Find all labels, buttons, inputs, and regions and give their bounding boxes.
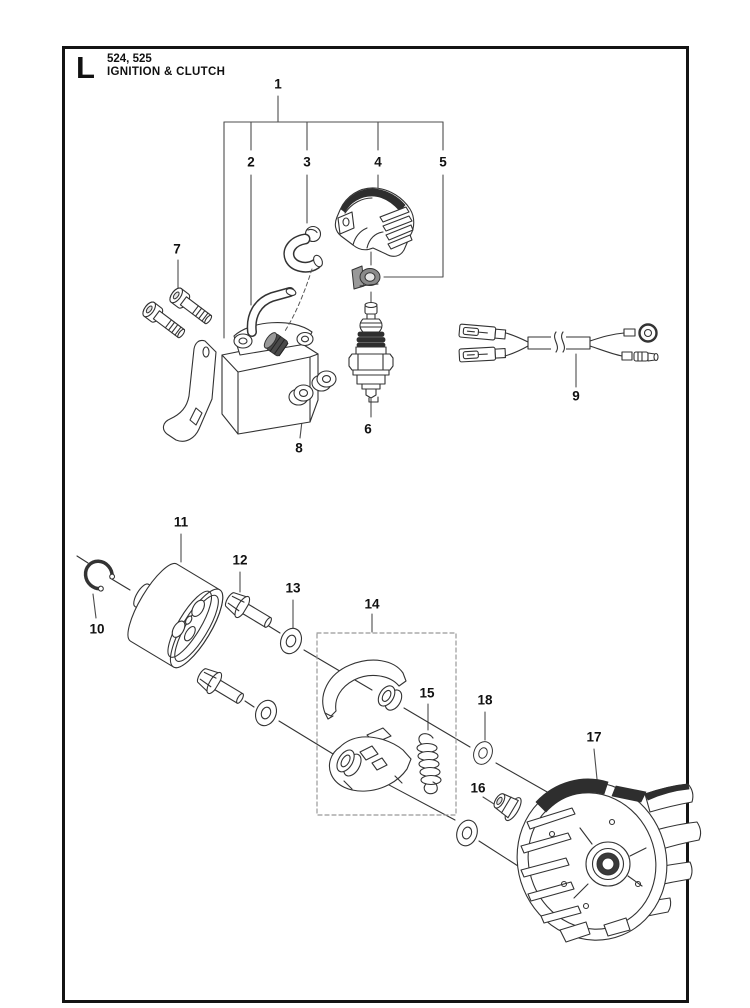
spark-plug-boot [283, 225, 323, 332]
mounting-screws [139, 285, 216, 343]
leader-lines [92, 95, 599, 805]
clutch-spring [416, 733, 442, 795]
wiring-harness [458, 323, 659, 363]
assembly-axis-lines [76, 555, 557, 867]
clutch-shoe-group-box [316, 632, 457, 816]
ignition-module [162, 287, 319, 442]
page-border-frame [62, 46, 689, 1003]
retaining-clip [351, 265, 381, 290]
part-label-4: 4 [374, 154, 382, 170]
flange-nut [493, 793, 522, 822]
part-label-18: 18 [477, 692, 493, 708]
part-label-10: 10 [89, 621, 105, 637]
clutch-shoe-upper [322, 659, 407, 720]
part-label-7: 7 [173, 241, 181, 257]
part-label-1: 1 [274, 76, 282, 92]
part-label-5: 5 [439, 154, 447, 170]
part-label-8: 8 [295, 440, 303, 456]
section-letter: L [76, 50, 96, 85]
model-numbers: 524, 525 [107, 53, 152, 65]
cylinder-cover [334, 187, 415, 257]
circlip [83, 559, 116, 592]
spark-plug [348, 301, 394, 403]
part-label-12: 12 [232, 552, 248, 568]
clutch-shoe-lower [328, 727, 412, 792]
part-label-11: 11 [173, 514, 189, 530]
part-label-16: 16 [470, 780, 486, 796]
part-label-3: 3 [303, 154, 311, 170]
part-label-14: 14 [364, 596, 380, 612]
part-label-2: 2 [247, 154, 255, 170]
part-label-15: 15 [419, 685, 435, 701]
part-label-13: 13 [285, 580, 301, 596]
page-title: IGNITION & CLUTCH [107, 66, 226, 78]
clutch-drum [127, 562, 224, 669]
part-label-17: 17 [586, 729, 602, 745]
flywheel [516, 778, 702, 943]
part-label-9: 9 [572, 388, 580, 404]
part-label-6: 6 [364, 421, 372, 437]
